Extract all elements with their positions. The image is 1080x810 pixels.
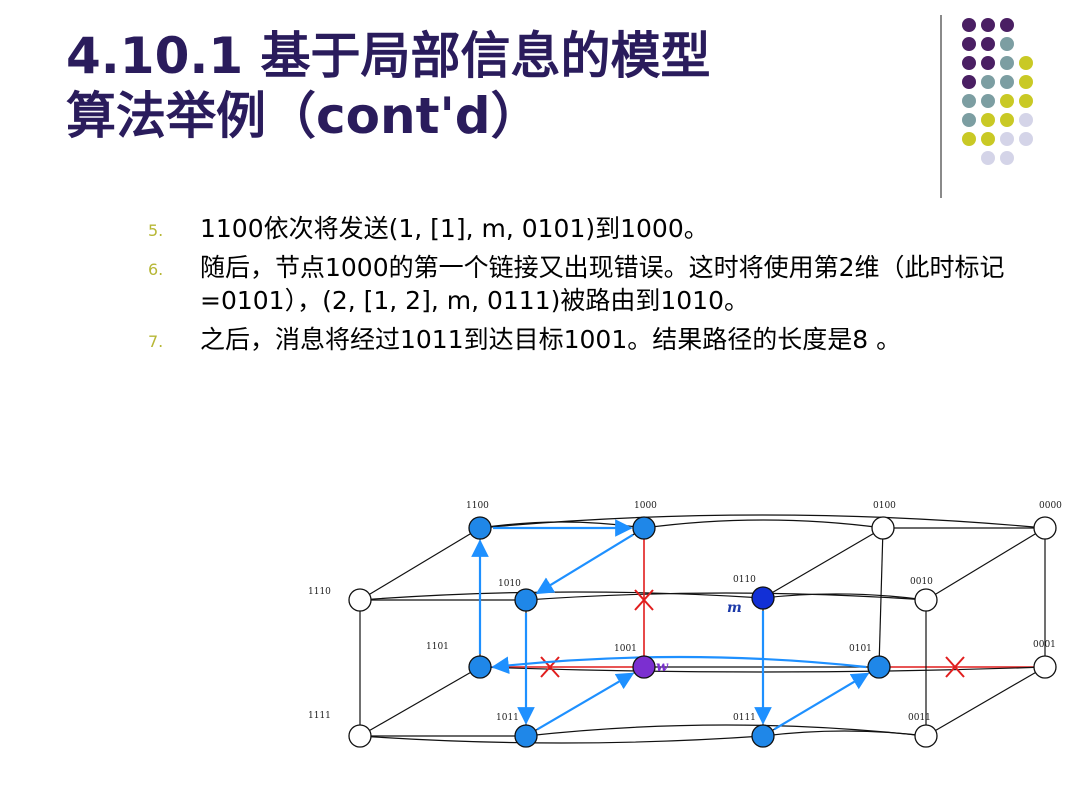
hypercube-link (359, 666, 481, 737)
title-line-1: 4.10.1 基于局部信息的模型 (66, 27, 711, 85)
route-arrow (536, 672, 635, 731)
list-text: 随后，节点1000的第一个链接又出现错误。这时将使用第2维（此时标记=0101）… (200, 253, 1005, 315)
list-item: 6. 随后，节点1000的第一个链接又出现错误。这时将使用第2维（此时标记=01… (148, 251, 1028, 317)
decorative-dot (962, 37, 976, 51)
list-text: 之后，消息将经过1011到达目标1001。结果路径的长度是8 。 (200, 325, 902, 354)
node-label: 0100 (873, 501, 896, 511)
fault-cross-icon (945, 656, 965, 678)
decorative-dot (1019, 94, 1033, 108)
hypercube-node (751, 586, 775, 610)
list-number: 6. (148, 260, 164, 279)
decorative-dot (1000, 132, 1014, 146)
hypercube-routing-diagram: 1100 1000 0100 0000 1110 1010 0110 0010 1101 1001… (308, 501, 1062, 748)
decorative-dot (1000, 151, 1014, 165)
node-label: 0101 (849, 644, 872, 654)
hypercube-link (643, 519, 884, 529)
hypercube-node (514, 588, 538, 612)
hypercube-link (359, 735, 764, 744)
decorative-dot (981, 151, 995, 165)
hypercube-node (1033, 655, 1057, 679)
fault-cross-icon (634, 589, 654, 611)
node-label: 0110 (733, 575, 756, 585)
hypercube-link (525, 592, 927, 601)
hypercube-node (348, 724, 372, 748)
hypercube-node (514, 724, 538, 748)
hypercube-link (762, 527, 884, 599)
hypercube-node (867, 655, 891, 679)
route-arrow (491, 655, 867, 675)
decorative-dot (1000, 56, 1014, 70)
route-arrow (773, 672, 870, 731)
hypercube-node (914, 724, 938, 748)
decorative-dot (981, 132, 995, 146)
mark-m-label: m (727, 600, 742, 616)
decorative-dot (1019, 56, 1033, 70)
decorative-dot (1019, 132, 1033, 146)
node-label: 0011 (908, 713, 931, 723)
hypercube-node (871, 516, 895, 540)
decorative-dot (1000, 75, 1014, 89)
node-label: 0010 (910, 577, 933, 587)
slide-title: 4.10.1 基于局部信息的模型 算法举例（cont'd） (66, 26, 866, 146)
title-line-2: 算法举例（cont'd） (66, 87, 541, 145)
decorative-dot (981, 94, 995, 108)
node-label: 1001 (614, 644, 637, 654)
hypercube-node (348, 588, 372, 612)
list-item: 7. 之后，消息将经过1011到达目标1001。结果路径的长度是8 。 (148, 323, 1028, 356)
hypercube-link (359, 591, 764, 601)
node-label: 1110 (308, 587, 331, 597)
hypercube-node (468, 655, 492, 679)
node-label: 1011 (496, 713, 519, 723)
decorative-dot-grid (962, 18, 1033, 165)
hypercube-node (632, 655, 656, 679)
node-label: 0001 (1033, 640, 1056, 650)
list-item: 5. 1100依次将发送(1, [1], m, 0101)到1000。 (148, 212, 1028, 245)
hypercube-node (468, 516, 492, 540)
decorative-dot (981, 75, 995, 89)
decorative-dot (962, 75, 976, 89)
hypercube-node (914, 588, 938, 612)
decorative-dot (1000, 18, 1014, 32)
list-number: 5. (148, 221, 164, 240)
hypercube-node (751, 724, 775, 748)
hypercube-link (878, 527, 884, 668)
decorative-dot (962, 94, 976, 108)
hypercube-node (1033, 516, 1057, 540)
title-divider (940, 15, 942, 198)
decorative-dot (1000, 37, 1014, 51)
hypercube-link (925, 527, 1046, 601)
decorative-dot (1019, 113, 1033, 127)
decorative-dot (962, 56, 976, 70)
list-text: 1100依次将发送(1, [1], m, 0101)到1000。 (200, 214, 709, 243)
hypercube-link (925, 666, 1046, 737)
node-label: 0000 (1039, 501, 1062, 511)
decorative-dot (981, 18, 995, 32)
bullet-list: 5. 1100依次将发送(1, [1], m, 0101)到1000。 6. 随… (148, 212, 1028, 362)
hypercube-link (359, 527, 481, 601)
hypercube-link (479, 514, 1046, 529)
hypercube-node (632, 516, 656, 540)
node-label: 0111 (733, 713, 756, 723)
decorative-dot (981, 56, 995, 70)
node-label: 1111 (308, 711, 331, 721)
decorative-dot (962, 18, 976, 32)
node-label: 1100 (466, 501, 489, 511)
decorative-dot (1000, 113, 1014, 127)
hypercube-link (762, 593, 927, 601)
mark-w-label: w (656, 659, 669, 675)
hypercube-link (525, 724, 927, 737)
node-label: 1101 (426, 642, 449, 652)
decorative-dot (981, 113, 995, 127)
decorative-dot (1000, 94, 1014, 108)
decorative-dot (981, 37, 995, 51)
decorative-dot (962, 113, 976, 127)
route-arrow (535, 533, 634, 595)
decorative-dot (1019, 75, 1033, 89)
decorative-dot (962, 132, 976, 146)
node-label: 1000 (634, 501, 657, 511)
list-number: 7. (148, 332, 164, 351)
node-label: 1010 (498, 579, 521, 589)
